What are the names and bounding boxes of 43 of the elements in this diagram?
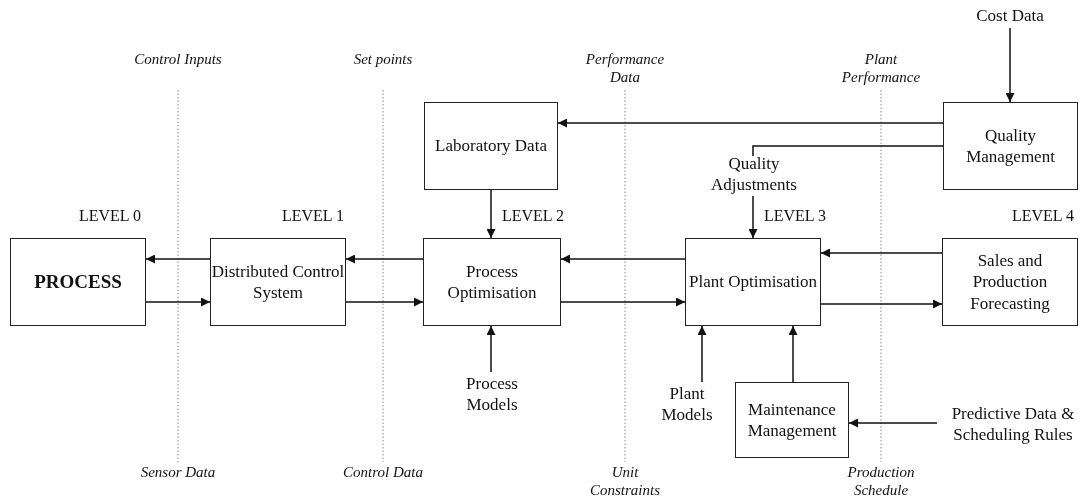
arrow — [145, 254, 211, 264]
signal-label: Production Schedule — [847, 464, 915, 498]
level-label: LEVEL 3 — [763, 207, 827, 224]
arrow — [560, 297, 686, 307]
level-label: LEVEL 2 — [501, 207, 565, 224]
process-box: Sales and Production Forecasting — [942, 238, 1078, 326]
arrow — [486, 325, 496, 373]
signal-label: Control Data — [343, 464, 423, 480]
signal-label: Unit Constraints — [590, 464, 660, 498]
arrow — [557, 118, 944, 128]
process-box: Maintenance Management — [735, 382, 849, 458]
signal-label: Plant Performance — [841, 51, 921, 85]
arrow — [820, 299, 943, 309]
signal-label: Set points — [353, 51, 413, 67]
arrow — [145, 297, 211, 307]
signal-label: Performance Data — [585, 51, 665, 85]
connector-line — [752, 145, 944, 157]
arrow — [820, 248, 943, 258]
input-label: Predictive Data & Scheduling Rules — [950, 402, 1076, 446]
arrow — [345, 297, 424, 307]
level-label: LEVEL 0 — [78, 207, 142, 224]
arrow — [1005, 27, 1015, 103]
arrow — [345, 254, 424, 264]
arrow — [697, 325, 707, 383]
signal-label: Control Inputs — [134, 51, 222, 67]
process-box: Distributed Control System — [210, 238, 346, 326]
input-label: Cost Data — [976, 5, 1044, 27]
arrow — [788, 325, 798, 383]
process-box: Plant Optimisation — [685, 238, 821, 326]
process-box: PROCESS — [10, 238, 146, 326]
arrow — [848, 418, 938, 428]
level-label: LEVEL 4 — [1011, 207, 1075, 224]
level-label: LEVEL 1 — [281, 207, 345, 224]
input-label: Quality Adjustments — [710, 152, 798, 196]
input-label: Process Models — [465, 372, 519, 416]
process-box: Quality Management — [943, 102, 1078, 190]
signal-label: Sensor Data — [140, 464, 216, 480]
process-box: Laboratory Data — [424, 102, 558, 190]
process-box: Process Optimisation — [423, 238, 561, 326]
arrow — [560, 254, 686, 264]
arrow — [748, 195, 758, 239]
input-label: Plant Models — [660, 382, 714, 426]
arrow — [486, 189, 496, 239]
